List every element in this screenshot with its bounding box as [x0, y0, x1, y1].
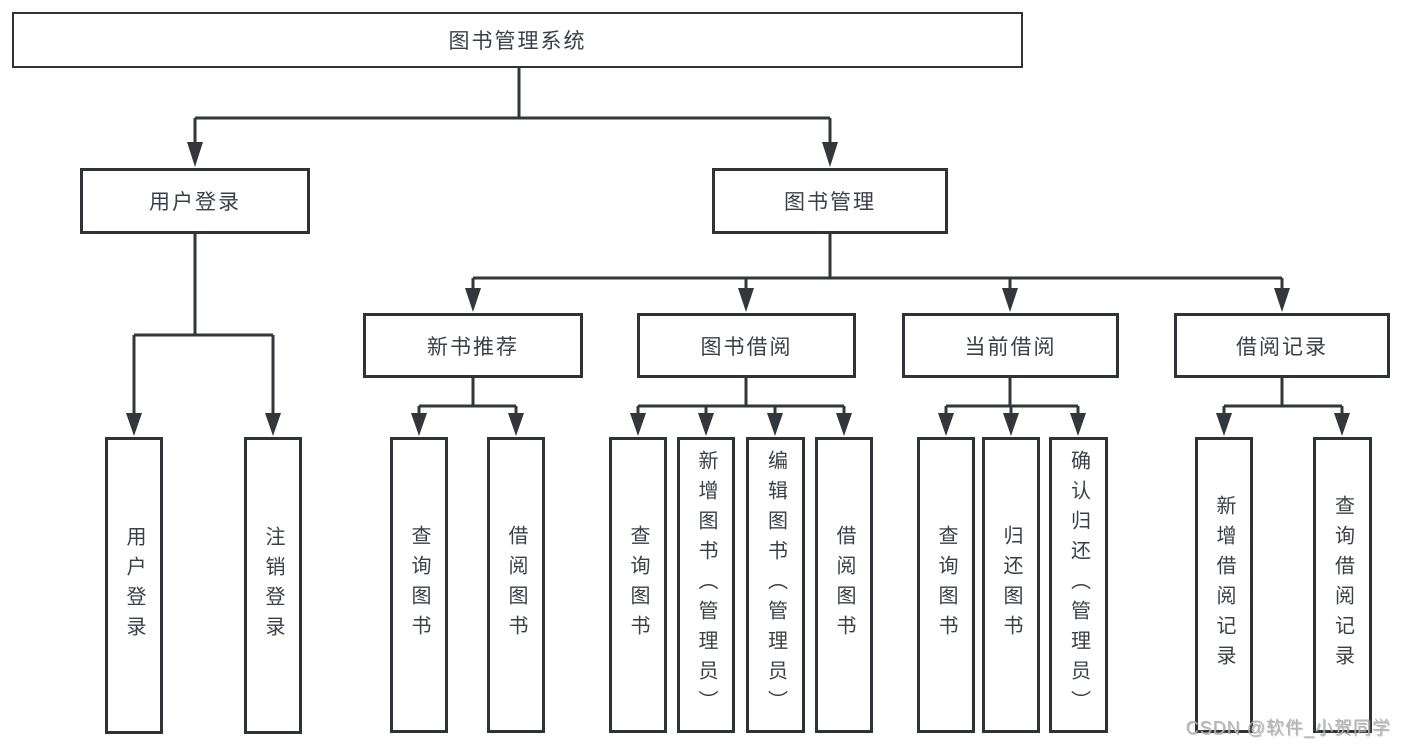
leaf-logout-label: 注销登录 [262, 525, 284, 646]
node-user-login-label: 用户登录 [149, 191, 241, 214]
leaf-add-borrow-record: 新增借阅记录 [1195, 437, 1253, 733]
leaf-user-login: 用户登录 [105, 437, 163, 734]
node-book-management-label: 图书管理 [784, 191, 876, 214]
leaf-add-borrow-record-label: 新增借阅记录 [1213, 495, 1235, 675]
node-root: 图书管理系统 [12, 12, 1023, 68]
leaf-query-books-3-label: 查询图书 [935, 525, 957, 645]
leaf-query-books-3: 查询图书 [917, 437, 975, 733]
leaf-query-borrow-record-label: 查询借阅记录 [1331, 495, 1354, 675]
leaf-borrow-books-2-label: 借阅图书 [833, 525, 855, 645]
node-borrowing-records: 借阅记录 [1174, 313, 1390, 378]
node-borrowing-records-label: 借阅记录 [1236, 335, 1328, 359]
leaf-borrow-books-1-label: 借阅图书 [505, 525, 527, 645]
node-new-book-recommendation-label: 新书推荐 [427, 335, 519, 359]
leaf-return-books-label: 归还图书 [1000, 525, 1022, 645]
leaf-query-books-2: 查询图书 [609, 437, 667, 733]
arrowheads [126, 142, 1350, 436]
leaf-logout: 注销登录 [244, 437, 302, 734]
leaf-borrow-books-1: 借阅图书 [487, 437, 545, 733]
leaf-add-books-admin-label: 新增图书（管理员） [695, 450, 717, 720]
leaf-confirm-return-admin: 确认归还（管理员） [1049, 437, 1108, 733]
leaf-add-books-admin: 新增图书（管理员） [677, 437, 735, 733]
leaf-query-borrow-record: 查询借阅记录 [1313, 437, 1372, 733]
leaf-query-books-1: 查询图书 [390, 437, 448, 733]
leaf-borrow-books-2: 借阅图书 [815, 437, 873, 733]
leaf-edit-books-admin-label: 编辑图书（管理员） [764, 450, 787, 720]
node-current-borrowing: 当前借阅 [902, 313, 1119, 378]
leaf-return-books: 归还图书 [982, 437, 1040, 733]
leaf-edit-books-admin: 编辑图书（管理员） [746, 437, 805, 733]
node-book-borrowing: 图书借阅 [637, 313, 856, 378]
node-root-label: 图书管理系统 [448, 30, 587, 53]
node-book-borrowing-label: 图书借阅 [700, 335, 793, 359]
node-book-management: 图书管理 [712, 168, 948, 234]
leaf-query-books-1-label: 查询图书 [408, 525, 430, 645]
csdn-watermark: CSDN @软件_小贺同学 [1185, 718, 1391, 738]
leaf-confirm-return-admin-label: 确认归还（管理员） [1067, 450, 1090, 720]
node-new-book-recommendation: 新书推荐 [363, 313, 583, 378]
node-user-login: 用户登录 [80, 168, 310, 234]
leaf-query-books-2-label: 查询图书 [627, 525, 649, 645]
leaf-user-login-label: 用户登录 [123, 525, 145, 646]
node-current-borrowing-label: 当前借阅 [964, 335, 1057, 359]
